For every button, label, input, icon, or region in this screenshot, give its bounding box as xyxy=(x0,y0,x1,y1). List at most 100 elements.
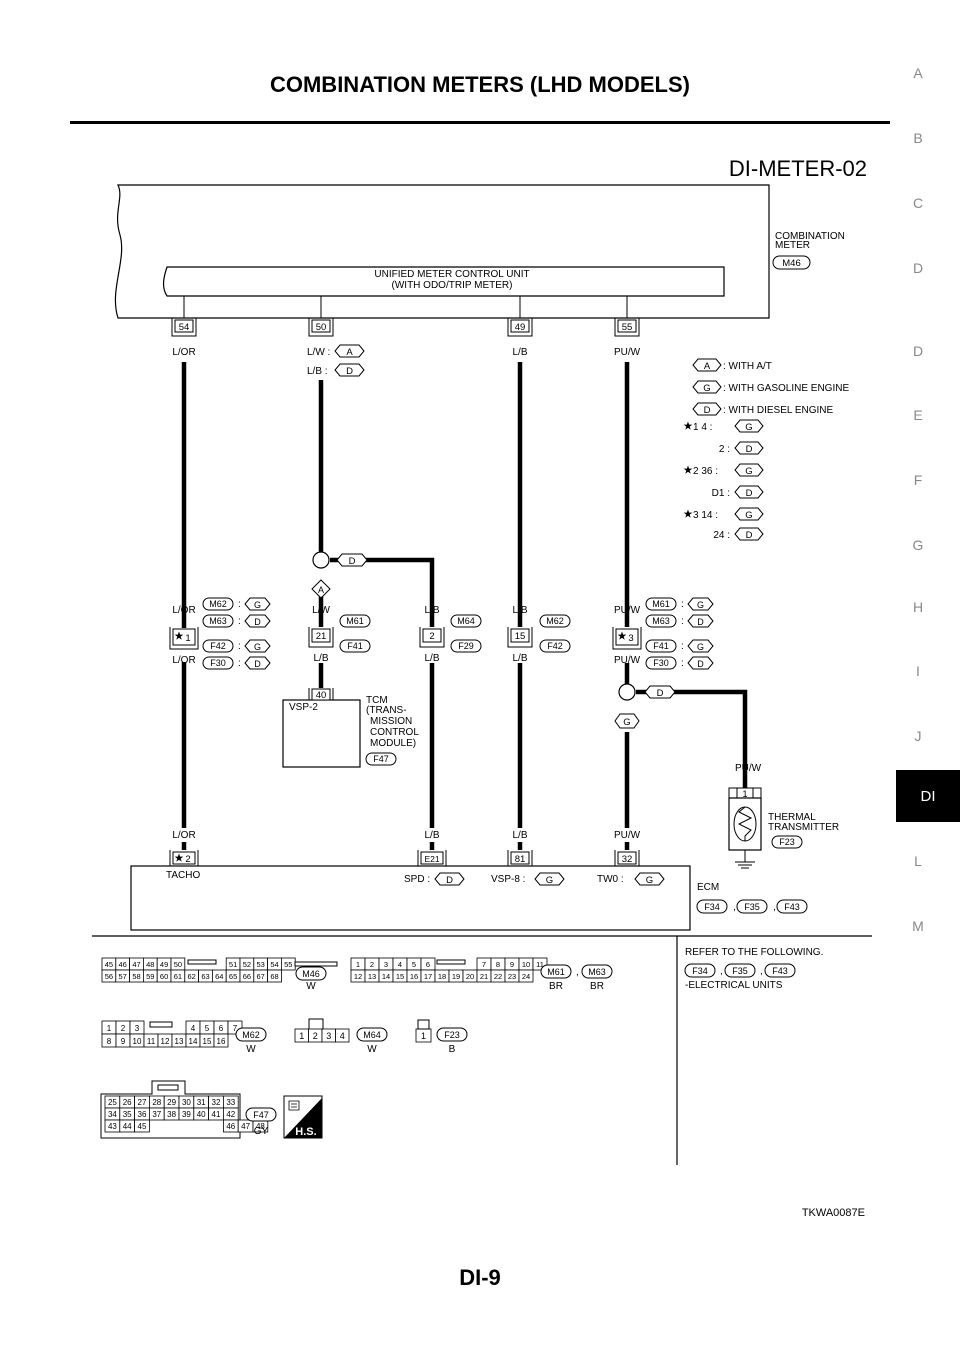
connector-cell-label: 64 xyxy=(215,972,223,981)
ecm-spd: SPD : xyxy=(404,874,430,885)
connector-cell-label: 15 xyxy=(203,1037,212,1046)
connector-code: F43 xyxy=(784,902,800,912)
side-index-di-active[interactable]: DI xyxy=(896,770,960,822)
mid-connector-star3[interactable]: PU/W 3 PU/W M61 : G M63 : D F41 : G F30 … xyxy=(612,597,714,670)
connector-color: BR xyxy=(549,981,563,992)
connector-cell-label: 59 xyxy=(146,972,154,981)
connector-cell-label: 67 xyxy=(257,972,265,981)
connector-code: M63 xyxy=(588,967,606,977)
comma: , xyxy=(576,967,579,978)
code-letter: D xyxy=(746,488,753,499)
wire-color-label: L/B xyxy=(424,830,439,841)
ecm-tw0: TW0 : xyxy=(597,874,624,885)
tcm-label-2: (TRANS- xyxy=(366,705,407,716)
terminal-49[interactable]: 49 xyxy=(507,318,533,337)
splice-point-wire2: D A xyxy=(311,551,368,599)
code-letter: D xyxy=(697,617,704,627)
connector-tag[interactable] xyxy=(772,255,811,270)
code-tag-d-top[interactable]: D xyxy=(334,363,365,377)
side-index-j[interactable]: J xyxy=(914,728,922,744)
connector-cell-label: 12 xyxy=(161,1037,170,1046)
connector-cell-label: 61 xyxy=(174,972,182,981)
side-index-m[interactable]: M xyxy=(912,918,924,934)
hs-symbol-icon: H.S. xyxy=(283,1095,323,1139)
connector-code: F41 xyxy=(653,641,669,651)
connector-code: F41 xyxy=(347,641,363,651)
code-tag-a-top[interactable]: A xyxy=(334,344,365,358)
wire-stubs-bottom xyxy=(181,842,630,850)
side-index-c[interactable]: C xyxy=(912,195,924,211)
legend-tag-d: D xyxy=(734,527,764,541)
wire-color-label: L/B xyxy=(313,653,328,664)
connector-color: W xyxy=(306,981,316,992)
terminal-number: 49 xyxy=(515,322,526,333)
connector-cell-label: 47 xyxy=(132,960,140,969)
terminal-54[interactable]: 54 xyxy=(171,318,197,337)
connector-color: W xyxy=(367,1044,377,1055)
connector-code: M61 xyxy=(346,616,364,626)
side-index-g[interactable]: G xyxy=(912,537,924,553)
connector-cell-label: 46 xyxy=(119,960,127,969)
side-index-h[interactable]: H xyxy=(912,599,924,615)
legend-a: A : WITH A/T xyxy=(692,358,772,372)
side-index-a[interactable]: A xyxy=(913,65,923,81)
connector-cell-label: 10 xyxy=(522,960,530,969)
code-letter: G xyxy=(745,422,752,433)
harness-wires xyxy=(181,362,748,828)
terminal-star2[interactable]: 2 xyxy=(169,850,199,867)
connector-cell-label: 1 xyxy=(299,1031,304,1041)
mid-connector-2[interactable]: L/B 2 L/B M64 F29 xyxy=(419,605,482,664)
mid-connector-21[interactable]: L/W 21 L/B M61 F41 xyxy=(308,605,371,664)
side-index-l[interactable]: L xyxy=(914,853,922,869)
mid-connector-15[interactable]: L/B 15 L/B M62 F42 xyxy=(507,605,571,664)
connector-cell-label: 7 xyxy=(233,1024,238,1033)
terminal-50[interactable]: 50 xyxy=(308,318,334,337)
control-unit-line-1: UNIFIED METER CONTROL UNIT xyxy=(374,269,529,280)
connector-cell-label: 45 xyxy=(138,1122,147,1131)
mid-connector-star1[interactable]: L/OR 1 L/OR M62 : G M63 : D F42 : G F30 … xyxy=(169,597,271,670)
connector-cell-label: 25 xyxy=(108,1098,117,1107)
terminal-e21[interactable]: E21 xyxy=(417,850,447,867)
tcm-label-1: TCM xyxy=(366,695,388,706)
connector-housing xyxy=(100,1080,241,1139)
refer-subtitle: -ELECTRICAL UNITS xyxy=(685,980,783,991)
connector-cell-label: 4 xyxy=(191,1024,196,1033)
control-unit-line-2: (WITH ODO/TRIP METER) xyxy=(392,280,513,291)
connector-cell-label: 23 xyxy=(508,972,516,981)
tcm-module[interactable]: 40 VSP-2 TCM (TRANS- MISSION CONTROL MOD… xyxy=(282,688,419,768)
side-index-f[interactable]: F xyxy=(913,472,923,488)
connector-cell-label: 1 xyxy=(356,960,360,969)
connector-code: F30 xyxy=(210,658,226,668)
side-index-d2[interactable]: D xyxy=(912,343,924,359)
connector-cell-label: 36 xyxy=(138,1110,147,1119)
connector-code: F29 xyxy=(458,641,474,651)
connector-cell-label: 44 xyxy=(123,1122,132,1131)
legend-tag-g: G xyxy=(734,463,764,477)
side-index-i[interactable]: I xyxy=(916,663,920,679)
connector-cell-label: 51 xyxy=(229,960,237,969)
side-index-e[interactable]: E xyxy=(913,407,923,423)
legend-star3-a: 3 14 : xyxy=(693,510,718,521)
combination-meter[interactable]: COMBINATION METER M46 xyxy=(114,184,845,319)
terminal-55[interactable]: 55 xyxy=(614,318,640,337)
connector-cell-label: 47 xyxy=(241,1122,250,1131)
connector-cell-label: 2 xyxy=(313,1031,318,1041)
side-index-d[interactable]: D xyxy=(912,260,924,276)
connector-cell-label: 57 xyxy=(119,972,127,981)
connector-cell-label: 9 xyxy=(121,1037,126,1046)
connector-code: F34 xyxy=(704,902,720,912)
code-letter: D xyxy=(746,530,753,541)
connector-cell-label: 1 xyxy=(421,1031,426,1041)
thermal-transmitter[interactable]: PU/W 1 THERMAL TRANSMITTER F23 xyxy=(728,763,839,869)
ecm-module[interactable]: TACHO SPD : D VSP-8 : G TW0 : G ECM F34 … xyxy=(130,865,808,931)
terminal-number: 40 xyxy=(316,690,327,701)
tcm-label-4: CONTROL xyxy=(370,727,419,738)
connector-cell-label: 58 xyxy=(132,972,140,981)
connector-code: F42 xyxy=(210,641,226,651)
terminal-81[interactable]: 81 xyxy=(507,850,533,867)
terminal-32[interactable]: 32 xyxy=(614,850,640,867)
connector-cell-label: 24 xyxy=(522,972,530,981)
connector-cell-label: 40 xyxy=(197,1110,206,1119)
side-index-b[interactable]: B xyxy=(913,130,923,146)
